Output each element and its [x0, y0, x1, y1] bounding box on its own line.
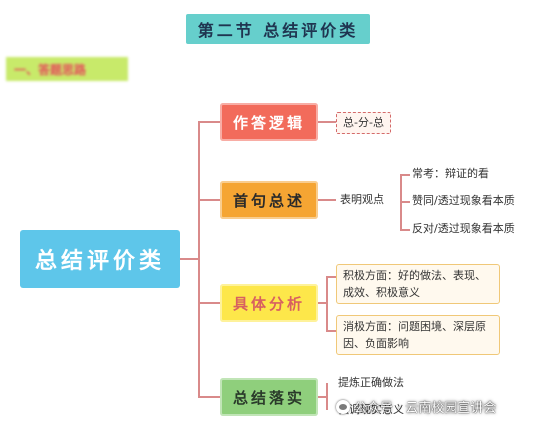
connector-b2-l3 — [400, 229, 410, 231]
watermark: 公众号 · 云南校园宣讲会 — [336, 397, 496, 416]
leaf-oppose: 反对/透过现象看本质 — [412, 222, 515, 235]
connector-b3 — [198, 302, 220, 304]
connector-b2-l2 — [400, 201, 410, 203]
connector-b3-trunk — [326, 276, 328, 332]
branch-specific-analysis: 具体分析 — [220, 284, 318, 322]
leaf-correct-practice: 提炼正确做法 — [338, 376, 404, 389]
leaf-practical-meaning: 强调现实意义 — [338, 403, 404, 416]
leaf-negative: 消极方面：问题困境、深层原因、负面影响 — [336, 315, 500, 355]
connector-b2 — [198, 199, 220, 201]
connector-b2-l1 — [400, 174, 410, 176]
connector-trunk — [198, 121, 200, 398]
connector-b2-mid — [318, 199, 336, 201]
page-title: 第二节 总结评价类 — [186, 14, 370, 44]
branch-opening-summary: 首句总述 — [220, 181, 318, 219]
connector-b3-l2 — [326, 330, 336, 332]
watermark-text: 公众号 · 云南校园宣讲会 — [354, 401, 497, 416]
connector-b4-stem — [318, 396, 328, 398]
wechat-icon — [336, 399, 350, 414]
connector-b4 — [198, 396, 220, 398]
connector-b3-stem — [318, 302, 328, 304]
connector-b3-l1 — [326, 276, 336, 278]
leaf-answer-logic: 总-分-总 — [336, 112, 391, 134]
connector-b1 — [198, 121, 220, 123]
mid-state-view: 表明观点 — [340, 193, 384, 206]
branch-conclusion: 总结落实 — [220, 378, 318, 416]
leaf-agree: 赞同/透过现象看本质 — [412, 194, 515, 207]
leaf-positive: 积极方面：好的做法、表现、成效、积极意义 — [336, 264, 500, 304]
connector-b1-leaf — [318, 121, 336, 123]
section-heading: 一、答题思路 — [6, 57, 128, 81]
connector-root — [180, 258, 200, 260]
leaf-common: 常考：辩证的看 — [412, 167, 489, 180]
branch-answer-logic: 作答逻辑 — [220, 103, 318, 141]
root-node: 总结评价类 — [20, 230, 180, 288]
